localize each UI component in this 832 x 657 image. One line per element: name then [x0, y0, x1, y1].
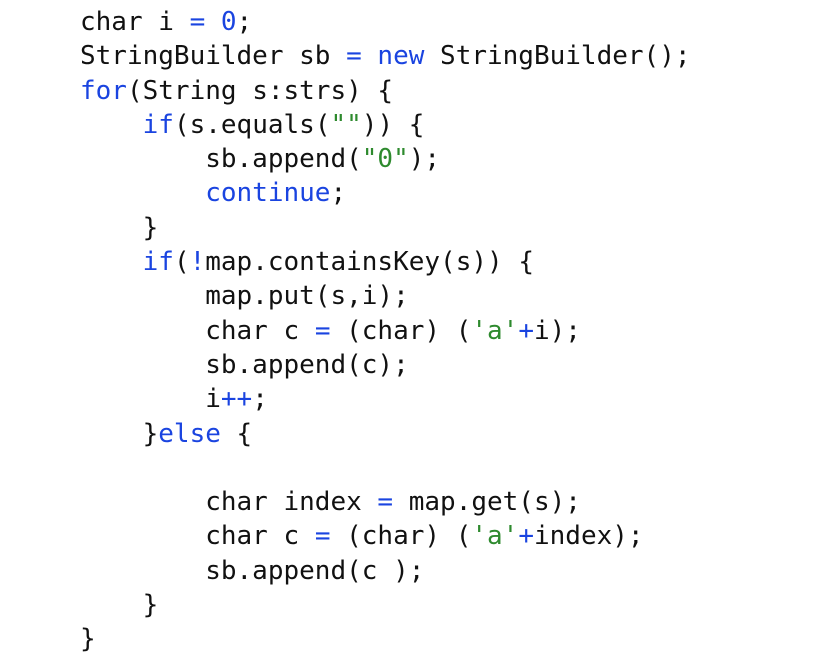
code-token: ;: [236, 7, 253, 37]
code-line: char i = 0;: [80, 5, 691, 39]
code-token: sb.append(c );: [80, 555, 425, 586]
code-line: }: [80, 211, 691, 245]
code-token: (String s:strs) {: [126, 75, 394, 106]
code-line: [80, 451, 691, 485]
code-token: ;: [330, 178, 347, 209]
code-line: continue;: [80, 176, 691, 210]
code-token: char c: [80, 521, 315, 552]
code-token: !: [189, 247, 206, 278]
code-token: [362, 41, 378, 71]
code-token: =: [314, 521, 331, 552]
code-line: if(!map.containsKey(s)) {: [80, 245, 691, 279]
code-token: =: [346, 41, 362, 72]
code-token: map.get(s);: [393, 487, 581, 518]
code-line: sb.append("0");: [80, 142, 691, 176]
code-token: "": [330, 109, 362, 140]
code-token: (s.equals(: [173, 109, 331, 140]
code-token: }: [80, 418, 159, 449]
code-token: (: [173, 247, 190, 278]
code-token: [80, 178, 205, 208]
code-token: =: [314, 315, 331, 346]
code-line: }: [80, 622, 691, 656]
code-token: 'a': [471, 315, 519, 346]
code-line: StringBuilder sb = new StringBuilder();: [80, 39, 691, 73]
code-token: [80, 110, 143, 140]
code-token: ;: [252, 384, 268, 415]
code-token: i: [80, 384, 221, 415]
code-token: [80, 247, 143, 277]
code-token: [205, 7, 221, 37]
code-token: i);: [533, 315, 581, 346]
code-token: map.containsKey(s)) {: [205, 247, 534, 278]
code-token: {: [220, 418, 253, 449]
code-token: "0": [361, 144, 409, 175]
code-token: for: [80, 75, 127, 106]
code-token: char c: [80, 315, 315, 346]
code-token: 0: [220, 7, 237, 37]
code-token: else: [158, 418, 221, 449]
code-token: (char) (: [330, 521, 472, 552]
code-line: if(s.equals("")) {: [80, 108, 691, 142]
code-token: ++: [220, 384, 253, 415]
code-token: char index: [80, 487, 378, 518]
code-token: index);: [533, 521, 644, 552]
code-token: new: [377, 41, 425, 72]
code-token: +: [518, 315, 534, 346]
code-line: for(String s:strs) {: [80, 74, 691, 108]
code-line: }: [80, 588, 691, 622]
code-token: char i: [80, 7, 190, 37]
code-token: sb.append(: [80, 144, 362, 175]
code-token: StringBuilder sb: [80, 41, 347, 72]
code-token: }: [80, 590, 159, 621]
code-token: +: [518, 521, 534, 552]
code-line: char c = (char) ('a'+i);: [80, 314, 691, 348]
code-token: }: [80, 624, 96, 655]
code-token: =: [189, 7, 206, 37]
code-line: char c = (char) ('a'+index);: [80, 519, 691, 553]
code-line: sb.append(c);: [80, 348, 691, 382]
code-editor[interactable]: char i = 0;StringBuilder sb = new String…: [80, 5, 691, 657]
code-token: );: [408, 144, 441, 175]
code-token: =: [377, 487, 394, 518]
code-token: map.put(s,i);: [80, 281, 409, 312]
code-token: (char) (: [330, 315, 472, 346]
code-token: 'a': [471, 521, 519, 552]
code-line: }else {: [80, 417, 691, 451]
code-line: char index = map.get(s);: [80, 485, 691, 519]
code-line: i++;: [80, 382, 691, 416]
code-token: continue: [205, 178, 331, 209]
code-token: if: [142, 109, 174, 140]
code-line: map.put(s,i);: [80, 279, 691, 313]
code-token: if: [142, 247, 174, 278]
code-token: )) {: [361, 109, 425, 140]
code-line: sb.append(c );: [80, 554, 691, 588]
code-token: StringBuilder();: [424, 41, 691, 72]
code-token: }: [80, 212, 159, 243]
code-token: sb.append(c);: [80, 349, 409, 380]
